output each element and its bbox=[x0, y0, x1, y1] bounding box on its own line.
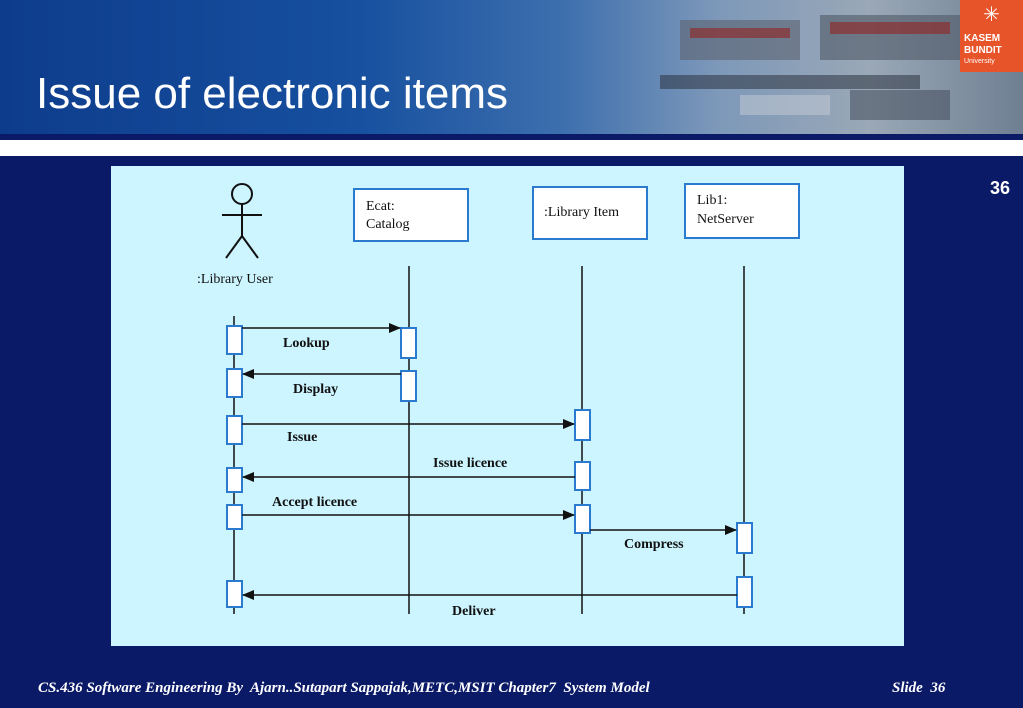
activation-server-1 bbox=[736, 522, 753, 554]
message-label-issue: Issue bbox=[287, 430, 317, 445]
activation-item-1 bbox=[574, 409, 591, 441]
logo-text-university: University bbox=[964, 58, 995, 65]
object-netserver-label-line2: NetServer bbox=[697, 212, 754, 227]
message-label-lookup: Lookup bbox=[283, 336, 330, 351]
activation-user-1 bbox=[226, 325, 243, 355]
activation-item-3 bbox=[574, 504, 591, 534]
actor-label: :Library User bbox=[197, 272, 273, 287]
message-label-display: Display bbox=[293, 382, 338, 397]
object-catalog: Ecat: Catalog bbox=[353, 188, 469, 242]
object-catalog-label-line2: Catalog bbox=[366, 217, 410, 232]
sun-icon: ✳ bbox=[983, 4, 1000, 26]
header-divider bbox=[0, 140, 1023, 156]
object-library-item-label: :Library Item bbox=[544, 205, 619, 220]
activation-user-6 bbox=[226, 580, 243, 608]
slide-header: Issue of electronic items bbox=[0, 0, 1023, 134]
activation-catalog-2 bbox=[400, 370, 417, 402]
activation-bars bbox=[226, 325, 753, 608]
slide-title: Issue of electronic items bbox=[36, 69, 508, 118]
slide-number: 36 bbox=[990, 178, 1011, 198]
object-netserver: Lib1: NetServer bbox=[684, 183, 800, 239]
activation-catalog-1 bbox=[400, 327, 417, 359]
activation-user-5 bbox=[226, 504, 243, 530]
footer-course-text: CS.436 Software Engineering By Ajarn..Su… bbox=[38, 680, 650, 696]
message-label-issue-licence: Issue licence bbox=[433, 456, 507, 471]
message-label-compress: Compress bbox=[624, 537, 684, 552]
object-catalog-label-line1: Ecat: bbox=[366, 199, 395, 214]
object-library-item: :Library Item bbox=[532, 186, 648, 240]
message-label-accept-licence: Accept licence bbox=[272, 495, 357, 510]
activation-item-2 bbox=[574, 461, 591, 491]
logo-text-bundit: BUNDIT bbox=[964, 45, 1002, 56]
message-label-deliver: Deliver bbox=[452, 604, 496, 619]
slide-footer: CS.436 Software Engineering By Ajarn..Su… bbox=[38, 680, 978, 702]
activation-user-3 bbox=[226, 415, 243, 445]
activation-user-4 bbox=[226, 467, 243, 493]
activation-user-2 bbox=[226, 368, 243, 398]
activation-server-2 bbox=[736, 576, 753, 608]
sequence-diagram: :Library User Ecat: Catalog :Library Ite… bbox=[111, 166, 904, 646]
sequence-diagram-svg: :Library User Ecat: Catalog :Library Ite… bbox=[197, 183, 800, 619]
university-logo: ✳ KASEM BUNDIT University bbox=[960, 0, 1023, 72]
circuit-board-image bbox=[660, 15, 960, 120]
actor-stick-figure bbox=[222, 183, 262, 259]
logo-text-kasem: KASEM bbox=[964, 33, 1001, 44]
object-netserver-label-line1: Lib1: bbox=[697, 193, 727, 208]
footer-slide-number: Slide 36 bbox=[892, 680, 946, 696]
